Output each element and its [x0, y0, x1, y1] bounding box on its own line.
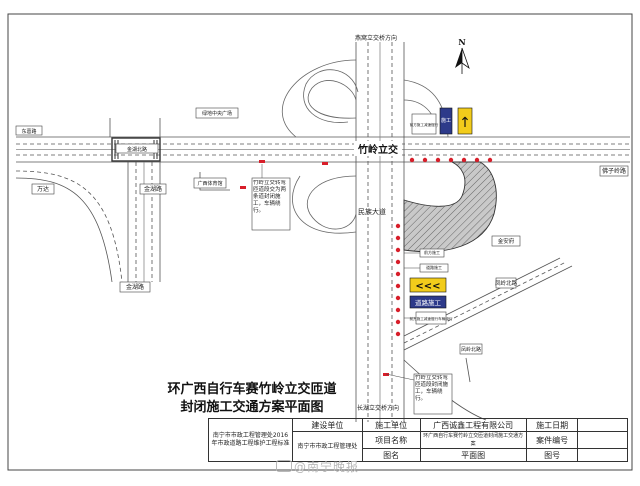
yellow-arrow-icon: ↑	[459, 115, 471, 131]
drawing-name-label: 图名	[361, 448, 421, 462]
label-boxes	[15, 107, 629, 415]
date-value	[577, 418, 628, 432]
north-arrow-icon	[455, 47, 470, 74]
label-jinhu-right: 金湖路	[144, 185, 162, 193]
plan-title-line2: 封闭施工交通方案平面图	[180, 399, 323, 415]
interchange-name: 竹岭立交	[357, 143, 398, 156]
traffic-cones	[240, 157, 493, 376]
label-sign-small2: 道路施工	[426, 264, 442, 270]
watermark-text: @南宁晚报	[294, 460, 360, 474]
label-sign-small1: 前方施工	[424, 249, 440, 255]
label-minzu-road: 民族大道	[358, 207, 386, 216]
interchange-label-bg	[354, 141, 402, 156]
svg-text:道路施工: 道路施工	[415, 298, 442, 307]
construct-unit-label: 施工单位	[361, 418, 421, 432]
interchange-loops	[282, 59, 449, 234]
note-left-box: 竹岭立交转弯匝道段交为两条道封闭施工，车辆绕行。	[253, 180, 287, 214]
drawing-name-value: 平面图	[419, 448, 527, 462]
label-fozi-road: 佛子岭路	[602, 167, 626, 175]
build-unit-value: 南宁市市政工程管理处	[292, 431, 363, 462]
plan-title-line1: 环广西自行车赛竹岭立交匝道	[167, 381, 336, 397]
label-sign-top: 前方施工减速慢行	[410, 122, 439, 127]
camera-icon	[276, 460, 292, 472]
note-bottom-box: 竹岭立交转弯匝道段封闭施工，车辆绕行。	[415, 375, 449, 402]
label-jinhu-north: 金湖北路	[127, 146, 147, 153]
drawing-frame	[7, 13, 633, 471]
north-label: N	[458, 37, 465, 47]
sheet-value	[577, 448, 628, 462]
drawing-no-value	[577, 431, 628, 449]
jinhu-road	[15, 118, 230, 283]
title-block: 南宁市市政工程管理处2016年市政道路工程维护工程标准 建设单位 施工单位 广西…	[208, 418, 628, 462]
label-sign-small3: 前方施工减速慢行车辆绕行	[409, 316, 453, 321]
sign-road-work: 道路施工	[409, 295, 447, 309]
label-north-road: 燕窝立交桥方向	[355, 34, 397, 42]
sheet-label: 图号	[525, 448, 579, 462]
leader-lines	[261, 164, 420, 381]
label-west-road: 东葛路	[21, 128, 36, 135]
svg-text:施工: 施工	[441, 117, 451, 124]
note-bottom: 竹岭立交转弯匝道段封闭施工，车辆绕行。	[415, 375, 449, 402]
build-unit-label: 建设单位	[292, 418, 363, 432]
chevron-left-icon: <<<	[415, 281, 440, 292]
watermark: @南宁晚报	[276, 458, 359, 475]
main-vertical-road	[355, 42, 405, 422]
sign-yellow-arrow: ↑	[457, 107, 473, 135]
closed-ramp	[403, 161, 497, 253]
label-fengling-2: 凤岭北路	[461, 346, 481, 353]
label-wanda: 万达	[37, 185, 49, 193]
jinhu-crossing-box	[111, 137, 161, 162]
drawing-no-label: 案件编号	[525, 431, 579, 449]
label-gym: 广西体育馆	[197, 180, 222, 187]
title-block-left-note: 南宁市市政工程管理处2016年市政道路工程维护工程标准	[208, 418, 293, 462]
project-name-label: 项目名称	[361, 431, 421, 449]
sign-construction-blue: 施工	[439, 107, 453, 135]
main-horizontal-road	[16, 136, 630, 163]
note-left: 竹岭立交转弯匝道段交为两条道封闭施工，车辆绕行。	[253, 180, 287, 214]
label-jinhu-south: 金湖路	[126, 283, 144, 291]
project-name-value: 环广西自行车赛竹岭立交匝道封闭施工交通方案	[419, 431, 527, 449]
label-anji: 金安府	[498, 237, 515, 245]
label-south-road: 长湖立交桥方向	[357, 404, 399, 412]
label-square: 绿地中央广场	[202, 110, 232, 117]
label-fengling: 凤岭北路	[495, 279, 518, 287]
construct-unit-value: 广西诚鑫工程有限公司	[419, 418, 527, 432]
sign-chevron: <<<	[409, 277, 447, 293]
date-label: 施工日期	[525, 418, 579, 432]
